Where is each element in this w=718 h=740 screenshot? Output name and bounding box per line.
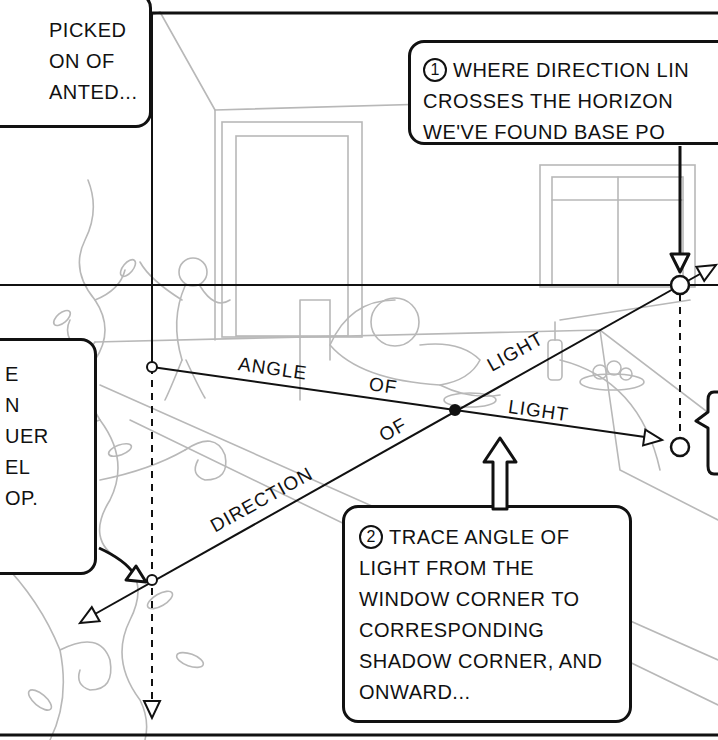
pointer-head <box>671 254 689 272</box>
callout-box: PICKED ON OF ANTED... <box>0 0 152 128</box>
line-label: DIRECTION <box>207 463 317 537</box>
partial-callout <box>696 392 718 474</box>
point-marker <box>450 405 460 415</box>
base-point <box>671 276 689 294</box>
point-marker <box>147 575 157 585</box>
pointer-group <box>99 146 718 582</box>
callout-number: 2 <box>359 525 383 549</box>
callout-text: WHERE DIRECTION LIN CROSSES THE HORIZON … <box>423 55 709 148</box>
line-label: ANGLE <box>236 353 308 384</box>
point-marker <box>147 362 157 372</box>
pointer-line <box>679 146 682 258</box>
pointer-head <box>126 566 146 582</box>
arrow-head <box>643 430 662 446</box>
dashed-drop-line <box>151 367 153 702</box>
callout-number: 1 <box>423 58 447 82</box>
pointer-arrow <box>484 438 516 509</box>
callout-text: E N UER EL OP. <box>5 359 75 514</box>
callout-box: 2TRACE ANGLE OF LIGHT FROM THE WINDOW CO… <box>342 505 632 723</box>
dashed-drop-line <box>679 294 681 438</box>
callout-box: 1WHERE DIRECTION LIN CROSSES THE HORIZON… <box>408 40 718 145</box>
line-label: LIGHT <box>483 328 547 377</box>
line-label: OF <box>368 373 399 399</box>
horizon-line <box>0 284 718 286</box>
callout-content: PICKED ON OF ANTED... <box>49 15 149 108</box>
callout-content: E N UER EL OP. <box>5 359 75 514</box>
line-label: OF <box>375 413 410 446</box>
line-label: LIGHT <box>506 396 569 426</box>
callout-text: PICKED ON OF ANTED... <box>49 15 149 108</box>
arrow-head <box>144 701 160 718</box>
callout-content: 1WHERE DIRECTION LIN CROSSES THE HORIZON… <box>423 55 709 148</box>
callout-text: TRACE ANGLE OF LIGHT FROM THE WINDOW COR… <box>359 522 621 708</box>
panel-border <box>0 734 718 737</box>
arrow-head <box>696 265 716 281</box>
callout-content: 2TRACE ANGLE OF LIGHT FROM THE WINDOW CO… <box>359 522 621 708</box>
pointer-line <box>99 548 134 574</box>
shadow-point <box>671 438 689 456</box>
arrow-head <box>80 607 100 623</box>
callout-box: E N UER EL OP. <box>0 338 97 575</box>
